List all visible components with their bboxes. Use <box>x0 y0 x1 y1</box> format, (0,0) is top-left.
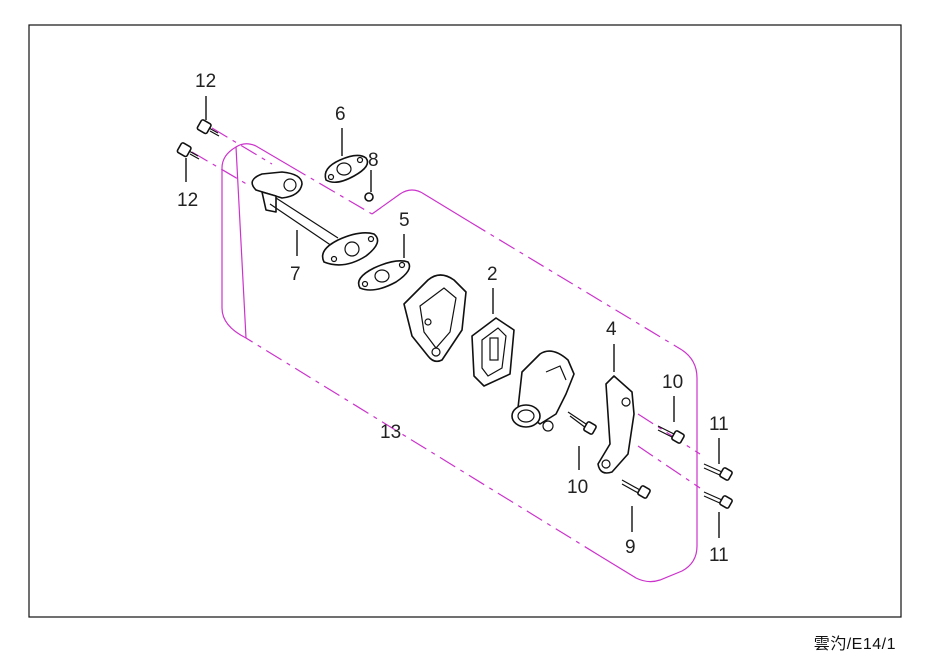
pipe-7 <box>251 171 379 266</box>
bolt-9 <box>621 479 651 499</box>
leader-lines <box>185 96 720 538</box>
callout-10-right: 10 <box>662 372 683 393</box>
callout-9: 9 <box>625 537 636 558</box>
gasket-6 <box>324 154 369 184</box>
bolt-11-lower <box>703 491 733 509</box>
bracket-4 <box>597 375 635 474</box>
callout-2: 2 <box>487 264 498 285</box>
callout-6: 6 <box>335 104 346 125</box>
gasket-2 <box>471 317 515 387</box>
housing <box>403 274 467 363</box>
bolt-10-left <box>567 411 597 435</box>
callout-7: 7 <box>290 264 301 285</box>
drawing-code: 雲汋/E14/1 <box>813 636 896 653</box>
callout-5: 5 <box>399 210 410 231</box>
gasket-5 <box>357 260 411 291</box>
callout-12-lower: 12 <box>177 190 198 211</box>
drawing-frame <box>28 24 902 618</box>
callout-11-lower: 11 <box>709 545 729 566</box>
callout-8: 8 <box>368 150 379 171</box>
callout-13: 13 <box>380 422 401 443</box>
nut-8 <box>364 192 374 202</box>
callout-11-upper: 11 <box>709 414 729 435</box>
callout-12-upper: 12 <box>195 71 216 92</box>
thermostat-body <box>511 350 575 432</box>
callout-10-left: 10 <box>567 477 588 498</box>
bolt-10-right <box>657 425 685 444</box>
bolt-11-upper <box>703 463 733 481</box>
assembly-boundary <box>191 127 701 583</box>
bolt-12-lower <box>176 142 200 160</box>
callout-4: 4 <box>606 319 617 340</box>
bolt-12-upper <box>196 119 220 137</box>
